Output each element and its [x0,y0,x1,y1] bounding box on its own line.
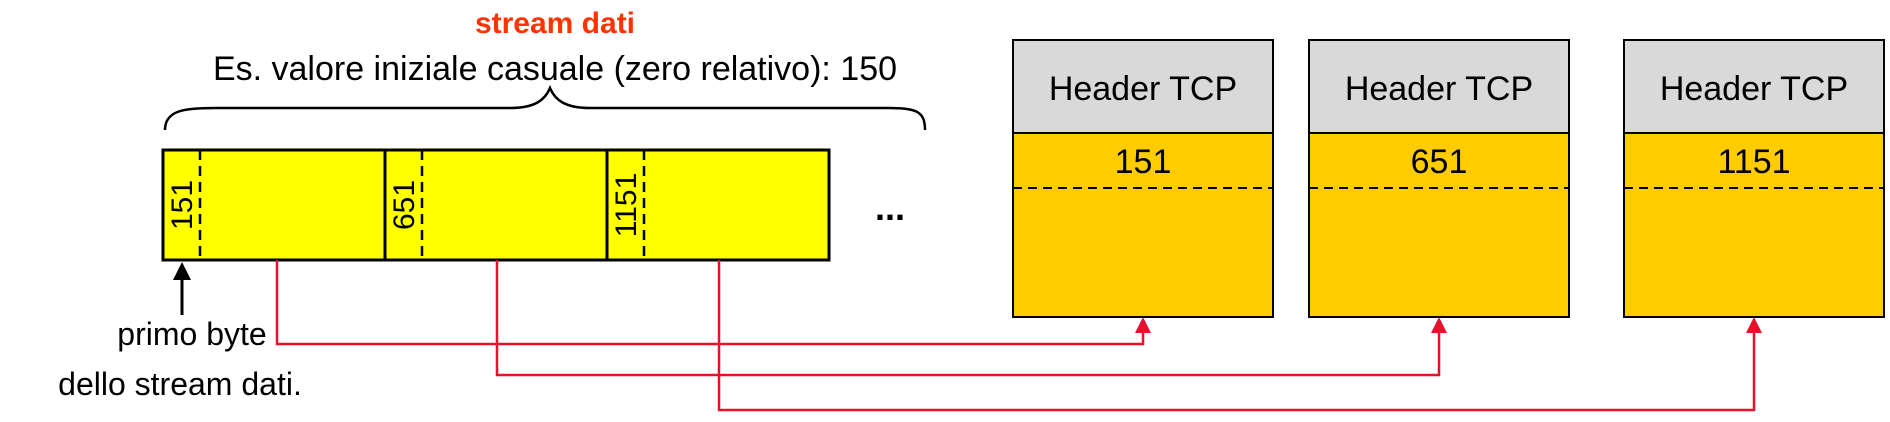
tcp-segment: Header TCP 1151 [1623,39,1885,318]
segment-seq-number: 651 [1411,143,1468,181]
ellipsis: ... [875,187,905,228]
title: stream dati [475,7,635,40]
segment-header-label: Header TCP [1049,70,1237,108]
connector-arrowhead [1746,317,1762,333]
segment-payload [1012,132,1274,318]
segment-payload [1308,132,1570,318]
first-byte-arrowhead [173,262,191,280]
segment-header-box [1623,39,1885,134]
subtitle: Es. valore iniziale casuale (zero relati… [213,50,897,88]
connector-line [717,260,1756,412]
segment-connectors [275,260,1762,412]
segment-payload [1623,132,1885,318]
data-stream: 151 651 1151 [161,148,831,262]
stream-seq-label: 151 [166,180,199,230]
connector-arrowhead [1135,317,1151,333]
segment-header-box [1012,39,1274,134]
tcp-segment: Header TCP 651 [1308,39,1570,318]
tcp-segment: Header TCP 151 [1012,39,1274,318]
connector-line [495,260,1441,377]
segment-header-label: Header TCP [1345,70,1533,108]
connector-arrowhead [1431,317,1447,333]
first-byte-label-line2: dello stream dati. [58,366,302,402]
segment-header-label: Header TCP [1660,70,1848,108]
stream-seq-label: 651 [388,180,421,230]
connector-line [275,260,1145,346]
segment-header-box [1308,39,1570,134]
segment-seq-number: 1151 [1717,143,1790,181]
stream-seq-label: 1151 [610,173,643,238]
brace [163,84,927,131]
first-byte-label-line1: primo byte [117,316,266,352]
segment-seq-number: 151 [1115,143,1172,181]
stream-bar [161,148,831,262]
